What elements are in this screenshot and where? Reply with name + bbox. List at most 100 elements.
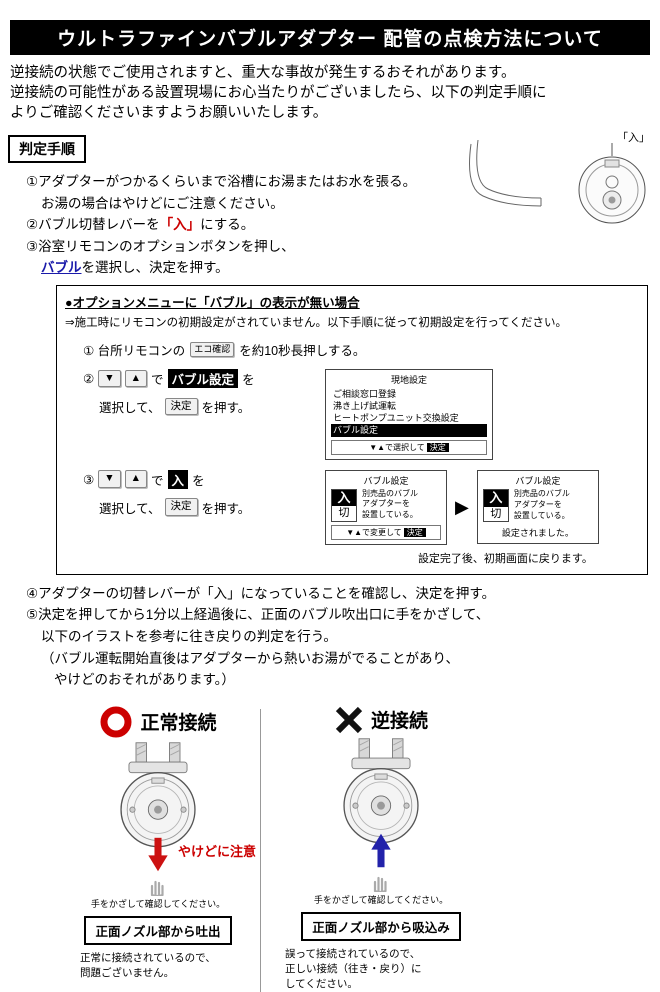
desc-line: 設置している。 [513,510,570,520]
remote-footer-text: ▼▲で変更して [346,527,402,537]
step-5-line2: 以下のイラストを参考に往き戻りの判定を行う。 [41,628,337,644]
bubble-setting-highlight: バブル設定 [167,368,239,388]
desc-line: 設置している。 [362,510,418,520]
on-off-selector: 入 切 [482,489,509,523]
substep-3-tail: を [192,473,205,488]
red-down-arrow [148,837,168,871]
procedure-steps: ①アダプターがつかるくらいまで浴槽にお湯またはお水を張る。 お湯の場合はやけどに… [26,171,652,279]
substep-3-number: ③ [83,472,95,487]
down-arrow-key: ▼ [98,369,121,388]
step-2: ②バブル切替レバーを「入」にする。 [26,214,652,236]
procedure-heading: 判定手順 [8,135,86,163]
desc-line: アダプターを [513,499,562,509]
lever-in-label: 「入」 [617,131,650,144]
step-4: ④アダプターの切替レバーが「入」になっていることを確認し、決定を押す。 [26,585,496,601]
substep-2-press: を押す。 [201,400,251,415]
reverse-adapter-illustration-wrap [315,737,447,874]
desc-line: 正常に接続されているので、 [80,951,216,964]
reverse-result-desc: 誤って接続されているので、 正しい接続（往き・戻り）に してください。 [285,947,422,992]
remote-menu-title: 現地設定 [390,374,427,385]
substep-3-text: ③ ▼ ▲ で 入 を 選択して、 決定 を押す。 [83,469,311,526]
desc-line: アダプターを [362,499,410,509]
remote-menu-item: ご相談窓口登録 [333,388,397,399]
hand-check-note: 手をかざして確認してください。 [90,898,226,909]
normal-connection-header: 正常接続 [99,705,217,739]
substep-3-select: 選択して、 [99,501,161,516]
reverse-connection-panel: 逆接続 [277,705,485,992]
adapter-front-illustration [343,738,419,867]
reverse-connection-title: 逆接続 [370,711,428,733]
step-3: ③浴室リモコンのオプションボタンを押し、 [26,238,295,254]
off-option: 切 [338,507,350,520]
substep-1: ① 台所リモコンの エコ確認 を約10秒長押しする。 [83,340,639,359]
step-5: ⑤決定を押してから1分以上経過後に、正面のバブル吹出口に手をかざして、 [26,607,490,623]
remote-menu-item-selected: バブル設定 [331,424,487,437]
substep-2-line1: ② ▼ ▲ で バブル設定 を [83,368,311,388]
substep-3-mid: で [151,473,164,488]
adapter-front-illustration [120,742,196,871]
normal-result-desc: 正常に接続されているので、 問題ございません。 [80,951,216,981]
step-3-line2: バブルを選択し、決定を押す。 [41,257,652,279]
next-arrow-icon: ▶ [455,497,469,518]
up-arrow-key: ▲ [124,470,148,488]
option-box-subtitle: ⇒施工時にリモコンの初期設定がされていません。以下手順に従って初期設定を行ってく… [65,316,567,329]
on-highlight: 入 [167,469,189,489]
remote-decide-chip: 決定 [403,527,426,537]
normal-adapter-illustration-wrap: やけどに注意 [92,741,256,878]
remote-menu-item: ヒートポンプユニット交換設定 [333,413,459,424]
remote-screen-bubble-set-done: バブル設定 入 切 別売品のバブル アダプターを 設置している。 [476,470,599,545]
step-5-note2: やけどのおそれがあります。） [54,672,235,688]
substep-2: ② ▼ ▲ で バブル設定 を 選択して、 決定 を押す。 現地設定 ご相談窓口… [83,368,639,460]
substep-1-pre: ① 台所リモコンの [83,343,186,358]
document-page: ウルトラファインバブルアダプター 配管の点検方法について 逆接続の状態でご使用さ… [8,20,652,992]
substep-1-post: を約10秒長押しする。 [239,343,366,358]
bubble-setting-screens-row: バブル設定 入 切 別売品のバブル アダプターを 設置している。 [325,469,599,545]
bubble-menu-word: バブル [41,260,82,276]
desc-line: 別売品のバブル [513,489,570,499]
option-box-title: ●オプションメニューに「バブル」の表示が無い場合 [65,295,360,310]
desc-line: 誤って接続されているので、 [285,947,421,960]
substep-3-press: を押す。 [201,501,251,516]
procedure-steps-2: ④アダプターの切替レバーが「入」になっていることを確認し、決定を押す。 ⑤決定を… [26,583,652,691]
on-option-selected: 入 [483,490,508,507]
remote-decide-chip: 決定 [426,442,449,452]
decide-key: 決定 [164,498,198,516]
step-2-emphasis: 「入」 [159,217,201,233]
on-option-selected: 入 [332,489,356,507]
eco-check-key: エコ確認 [190,341,235,358]
up-arrow-key: ▲ [124,369,148,388]
completion-note: 設定完了後、初期画面に戻ります。 [417,552,593,565]
step-3-tail: を選択し、決定を押す。 [81,260,229,276]
substep-2-tail: を [242,372,255,387]
bathtub-adapter-illustration: 「入」 [469,131,650,224]
desc-line: 正しい接続（往き・戻り）に [285,962,422,975]
decide-key: 決定 [164,397,198,416]
on-off-selector: 入 切 [331,488,357,522]
substep-3-line1: ③ ▼ ▲ で 入 を [83,469,311,489]
off-option: 切 [490,507,502,520]
bubble-setting-desc: 別売品のバブル アダプターを 設置している。 [362,489,418,521]
substep-2-select: 選択して、 [99,400,161,415]
substep-3-line2: 選択して、 決定 を押す。 [99,498,311,517]
bubble-setting-desc: 別売品のバブル アダプターを 設置している。 [514,489,570,521]
substep-2-line2: 選択して、 決定 を押す。 [99,397,311,416]
bubble-setting-title: バブル設定 [515,476,561,487]
intro-line: 逆接続の状態でご使用されますと、重大な事故が発生するおそれがあります。 [10,65,516,81]
normal-connection-panel: 正常接続 [72,705,256,992]
substep-2-number: ② [83,371,95,386]
remote-screen-bubble-setting: バブル設定 入 切 別売品のバブル アダプターを 設置している。 [325,469,447,545]
step-2-tail: にする。 [200,217,255,233]
x-mark-icon [335,706,363,733]
step-2-text: ②バブル切替レバーを [26,217,160,233]
column-divider [260,708,261,992]
hand-icon [150,880,164,896]
bubble-setting-body: 入 切 別売品のバブル アダプターを 設置している。 [331,488,441,522]
substep-3: ③ ▼ ▲ で 入 を 選択して、 決定 を押す。 バブル設定 [83,469,639,566]
reverse-connection-header: 逆接続 [334,705,428,735]
blue-up-arrow [371,833,391,867]
desc-line: 別売品のバブル [362,488,418,498]
hand-check-note: 手をかざして確認してください。 [313,894,449,905]
burn-warning: やけどに注意 [178,843,257,859]
bubble-setting-body: 入 切 別売品のバブル アダプターを 設置している。 [482,489,593,523]
step-1-note: お湯の場合はやけどにご注意ください。 [41,195,284,211]
